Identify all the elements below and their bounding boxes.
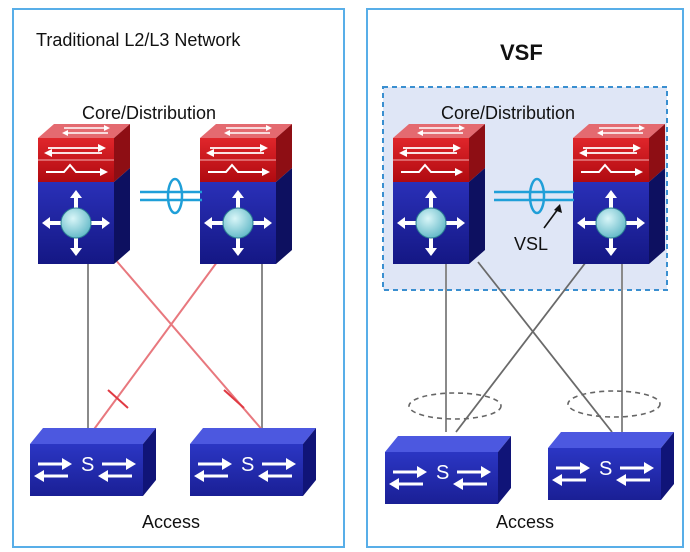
left-title: Traditional L2/L3 Network bbox=[36, 30, 241, 50]
right-access1-s-label: S bbox=[436, 462, 450, 484]
left-block-mark-2 bbox=[223, 389, 245, 409]
left-block-mark-1 bbox=[107, 389, 129, 409]
vsl-pointer-arrow bbox=[543, 204, 562, 229]
right-access2-aggregation-ring bbox=[567, 390, 661, 418]
left-access1-s-label: S bbox=[81, 454, 95, 476]
left-core-switch-2 bbox=[198, 122, 294, 266]
right-access2-s-label: S bbox=[599, 458, 613, 480]
right-core2-to-access1-link bbox=[455, 261, 587, 433]
vsl-link bbox=[494, 177, 574, 215]
left-access2-s-label: S bbox=[241, 454, 255, 476]
right-core-switch-1 bbox=[391, 122, 487, 266]
vsl-label: VSL bbox=[514, 234, 549, 254]
right-core1-to-access2-link bbox=[477, 261, 613, 433]
left-aggregated-link bbox=[140, 177, 202, 215]
right-title: VSF bbox=[500, 40, 543, 65]
left-core-switch-1 bbox=[36, 122, 132, 266]
right-core-label: Core/Distribution bbox=[441, 103, 576, 123]
left-core2-to-access1-blocked-link bbox=[91, 257, 221, 433]
right-access-label: Access bbox=[496, 512, 555, 532]
left-access-label: Access bbox=[142, 512, 201, 532]
left-core-label: Core/Distribution bbox=[82, 103, 217, 123]
right-core-switch-2 bbox=[571, 122, 667, 266]
right-access1-aggregation-ring bbox=[408, 392, 502, 420]
